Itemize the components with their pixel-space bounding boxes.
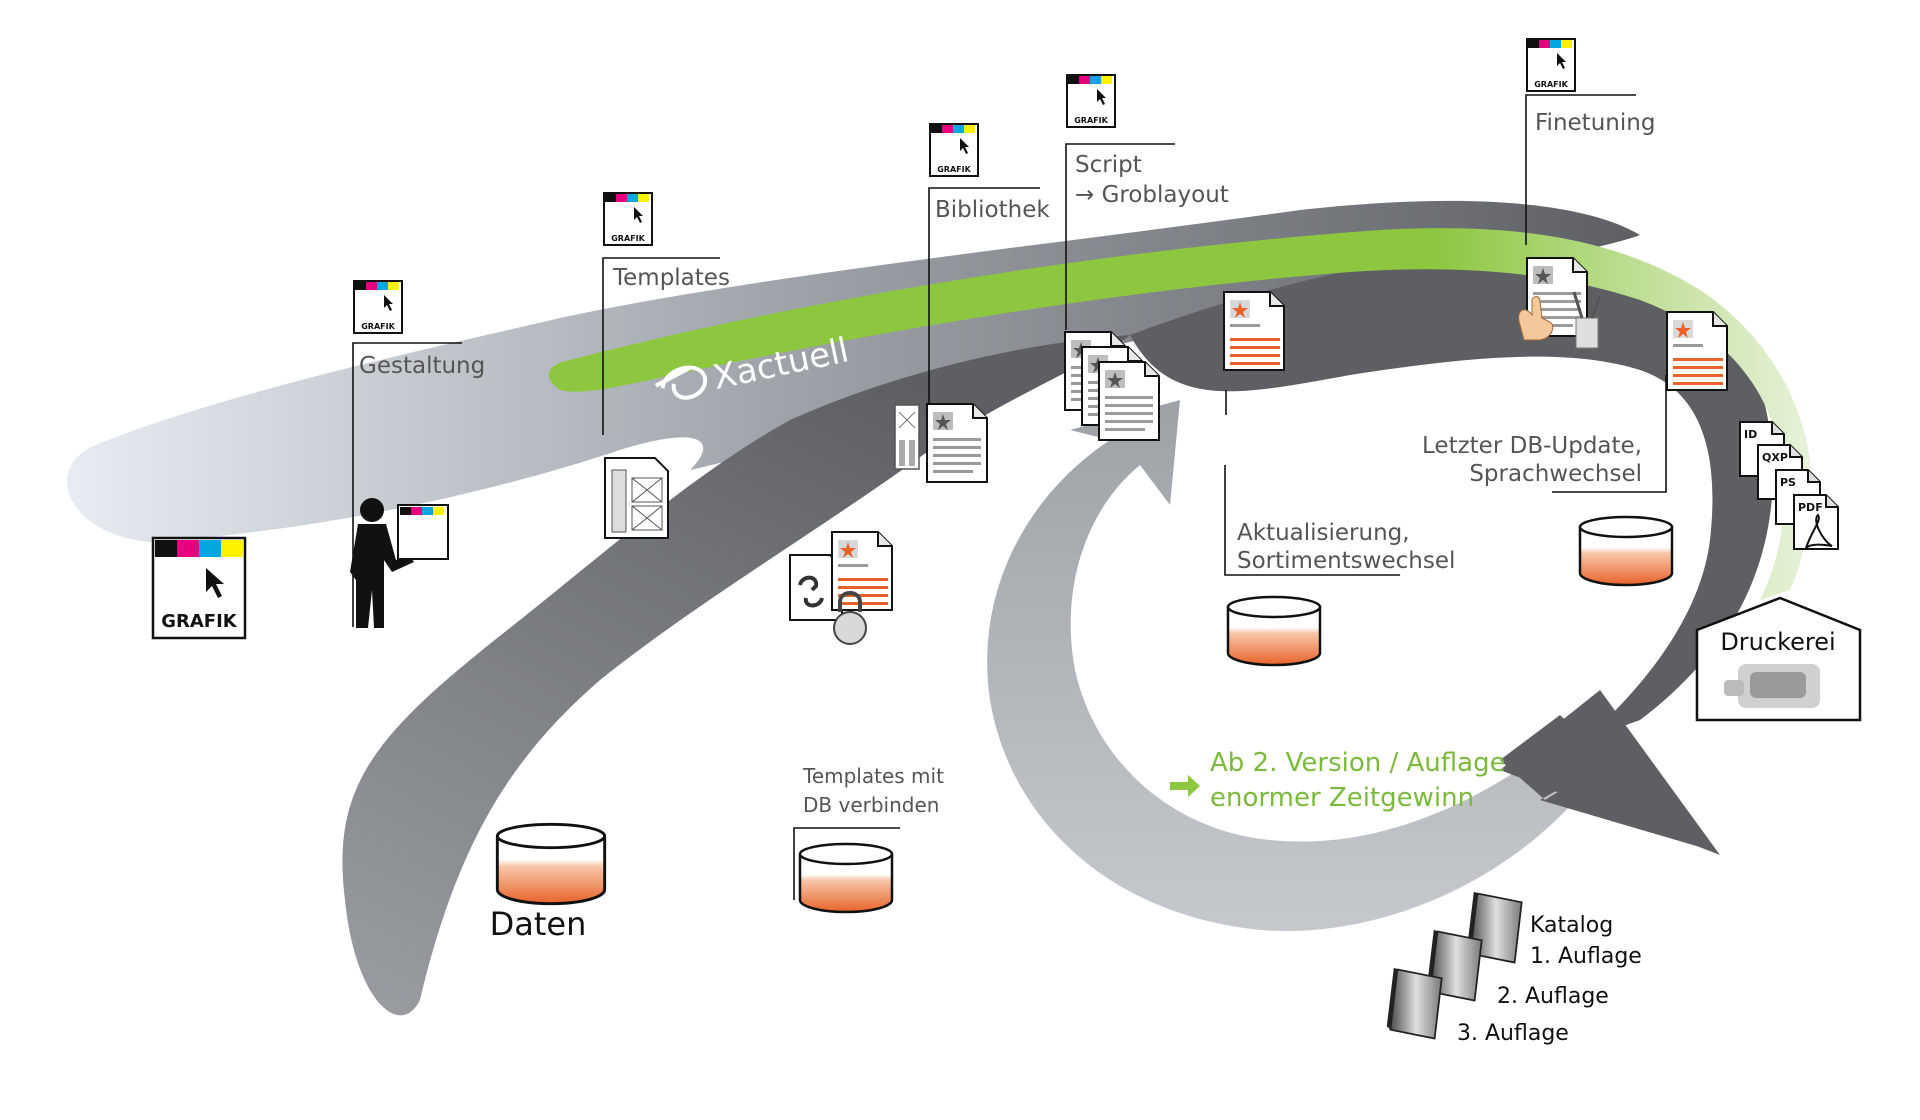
file-format-id: ID [1744, 428, 1757, 441]
step-aktualisierung-2: Sortimentswechsel [1237, 548, 1455, 574]
orange-document-icon [1223, 291, 1285, 371]
katalog-title: Katalog [1530, 913, 1613, 938]
database-icon [798, 842, 894, 914]
file-format-pdf: PDF [1798, 501, 1823, 514]
cursor-icon [206, 568, 224, 598]
template-layout-icon [604, 457, 669, 539]
grafik-icon [353, 280, 403, 334]
time-saving-note: Ab 2. Version / Auflage enormer Zeitgewi… [1170, 748, 1506, 813]
database-icon [495, 822, 607, 906]
grafik-card-label: GRAFIK [161, 611, 238, 632]
grafik-icon [1526, 38, 1576, 92]
katalog-auflage-2: 2. Auflage [1497, 984, 1609, 1009]
callout-lines [352, 94, 1667, 900]
right-loop-road [1130, 249, 1773, 740]
highlight-line2: enormer Zeitgewinn [1210, 783, 1474, 813]
step-bibliothek: Bibliothek [935, 197, 1050, 223]
step-templates: Templates [612, 265, 730, 291]
main-road [66, 200, 1640, 542]
xactuell-band [548, 228, 1811, 601]
arrow-right-icon [1170, 775, 1200, 797]
finetuning-icon [1518, 257, 1602, 349]
highlight-line1: Ab 2. Version / Auflage [1210, 748, 1506, 778]
daten-label: Daten [490, 905, 587, 943]
grafik-icon [603, 192, 653, 246]
grafik-icon [1066, 74, 1116, 128]
xactuell-logo-icon [654, 365, 708, 400]
data-branch-road [342, 335, 1130, 1016]
katalog-auflage-3: 3. Auflage [1457, 1021, 1569, 1046]
lock-icon [833, 591, 867, 645]
druckerei-building: Druckerei [1695, 596, 1862, 722]
grafik-icon [929, 123, 979, 177]
loop-arrow [987, 400, 1600, 932]
step-aktualisierung-1: Aktualisierung, [1237, 520, 1410, 546]
step-script: Script [1075, 152, 1142, 178]
file-format-ps: PS [1780, 476, 1796, 489]
step-letzter-1: Letzter DB-Update, [1422, 433, 1642, 459]
step-groblayout: → Groblayout [1075, 182, 1229, 208]
link-icon [798, 575, 824, 608]
grafik-card: GRAFIK [151, 536, 247, 640]
file-format-qxp: QXP [1762, 451, 1788, 464]
template-connect-icon [789, 531, 893, 645]
step-templates-db-1: Templates mit [802, 764, 944, 788]
druckerei-label: Druckerei [1720, 628, 1835, 656]
orange-document-icon [1666, 311, 1728, 391]
acrobat-icon [1805, 513, 1833, 549]
library-icon [894, 403, 988, 483]
step-finetuning: Finetuning [1535, 110, 1655, 136]
step-letzter-2: Sprachwechsel [1469, 461, 1642, 487]
arrow-tip [1500, 690, 1720, 855]
database-icon [1226, 595, 1322, 667]
step-templates-db-2: DB verbinden [803, 793, 939, 817]
presenter-figure-icon [350, 498, 449, 628]
catalog-book-icon [1385, 966, 1443, 1040]
database-icon [1578, 515, 1674, 587]
printer-icon [1724, 664, 1820, 708]
file-formats: ID QXP PS PDF [1739, 421, 1839, 550]
step-gestaltung: Gestaltung [359, 353, 485, 379]
katalog-auflage-1: 1. Auflage [1530, 944, 1642, 969]
